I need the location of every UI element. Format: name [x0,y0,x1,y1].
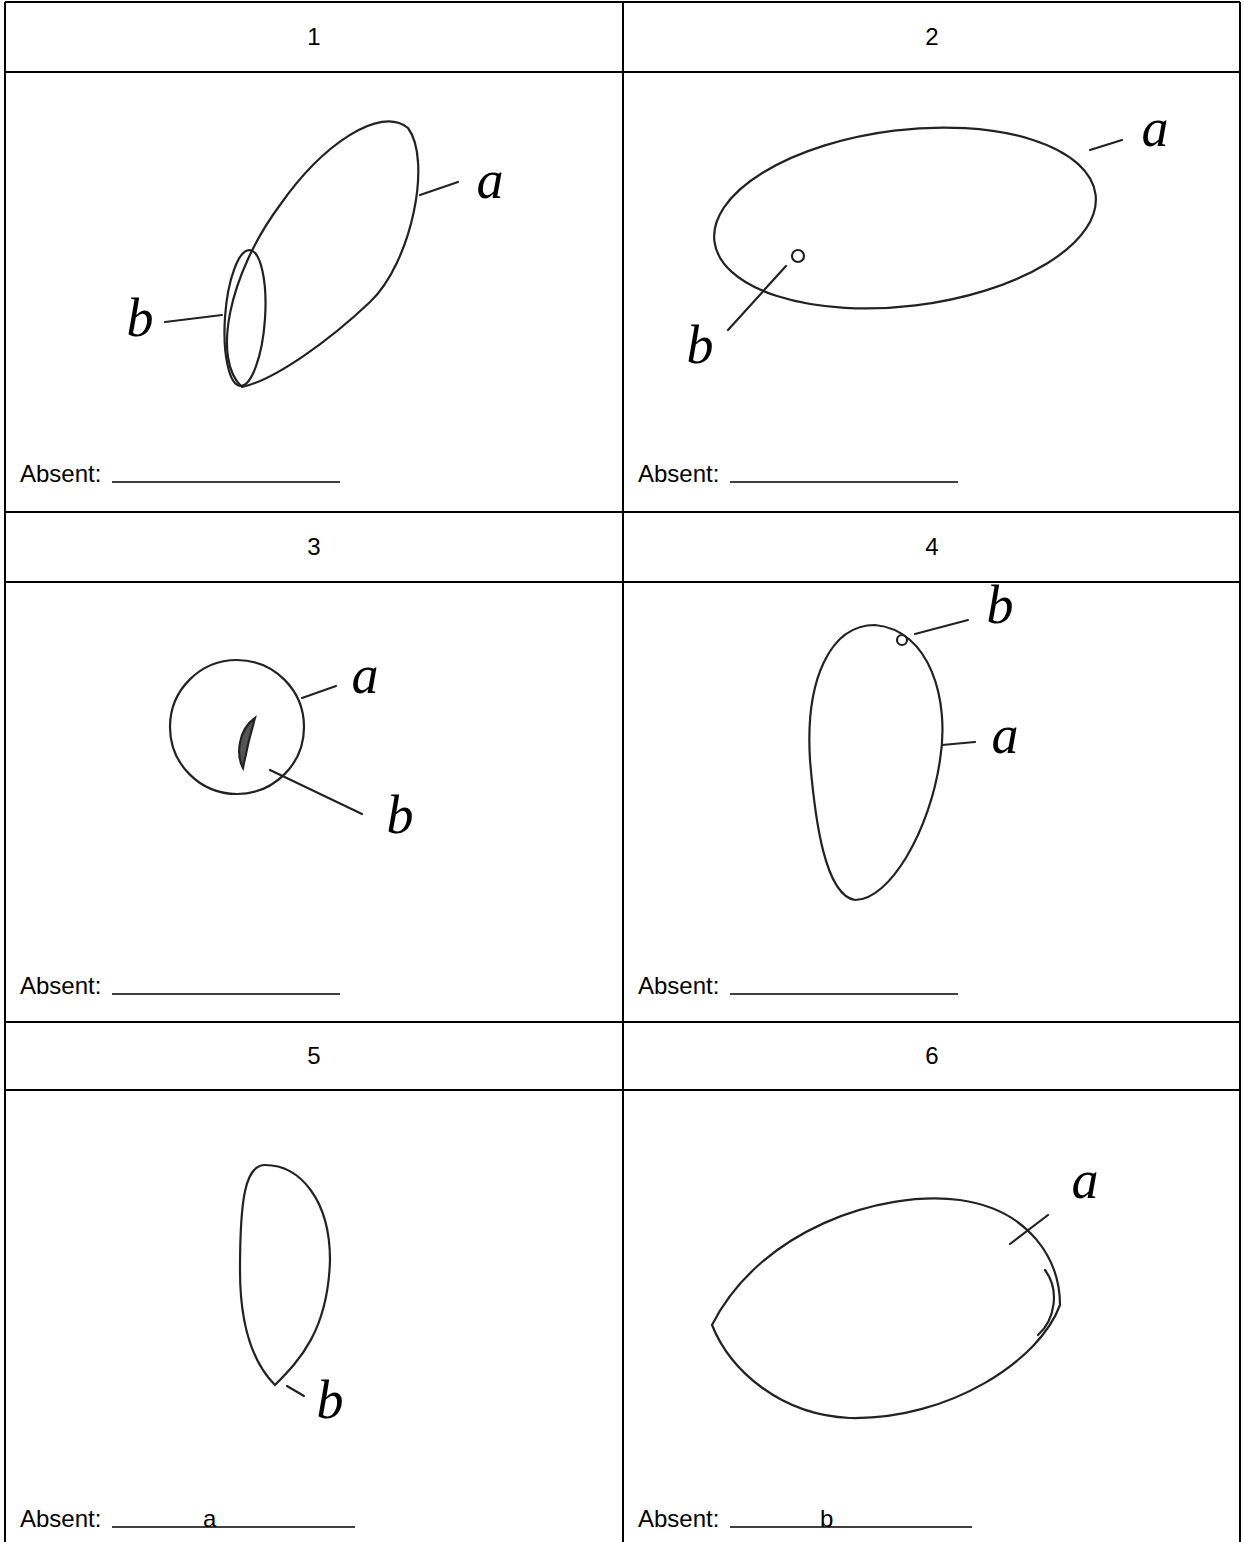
seed-drawings [165,107,1122,1418]
answer-text: Absent: [20,974,101,998]
cell-number: 2 [925,25,938,49]
part-letter: a [1072,1153,1099,1207]
table-grid [5,2,1240,1542]
part-letter: a [992,708,1019,762]
part-letter: b [987,578,1014,632]
cell-number: 6 [925,1044,938,1068]
part-letter: b [387,788,414,842]
cell-number: 5 [307,1044,320,1068]
answer-text: Absent: [638,974,719,998]
answer-text: Absent: [20,462,101,486]
part-letter: b [317,1373,344,1427]
part-letter: a [352,648,379,702]
answer-text: b [820,1507,833,1531]
answer-blanks [112,482,972,1527]
part-letter: a [477,153,504,207]
answer-text: a [203,1507,216,1531]
cell-number: 4 [925,535,938,559]
cell-number: 3 [307,535,320,559]
part-letter: b [127,291,154,345]
cell-number: 1 [307,25,320,49]
answer-text: Absent: [20,1507,101,1531]
answer-text: Absent: [638,1507,719,1531]
answer-text: Absent: [638,462,719,486]
part-letter: a [1142,101,1169,155]
part-letter: b [687,318,714,372]
